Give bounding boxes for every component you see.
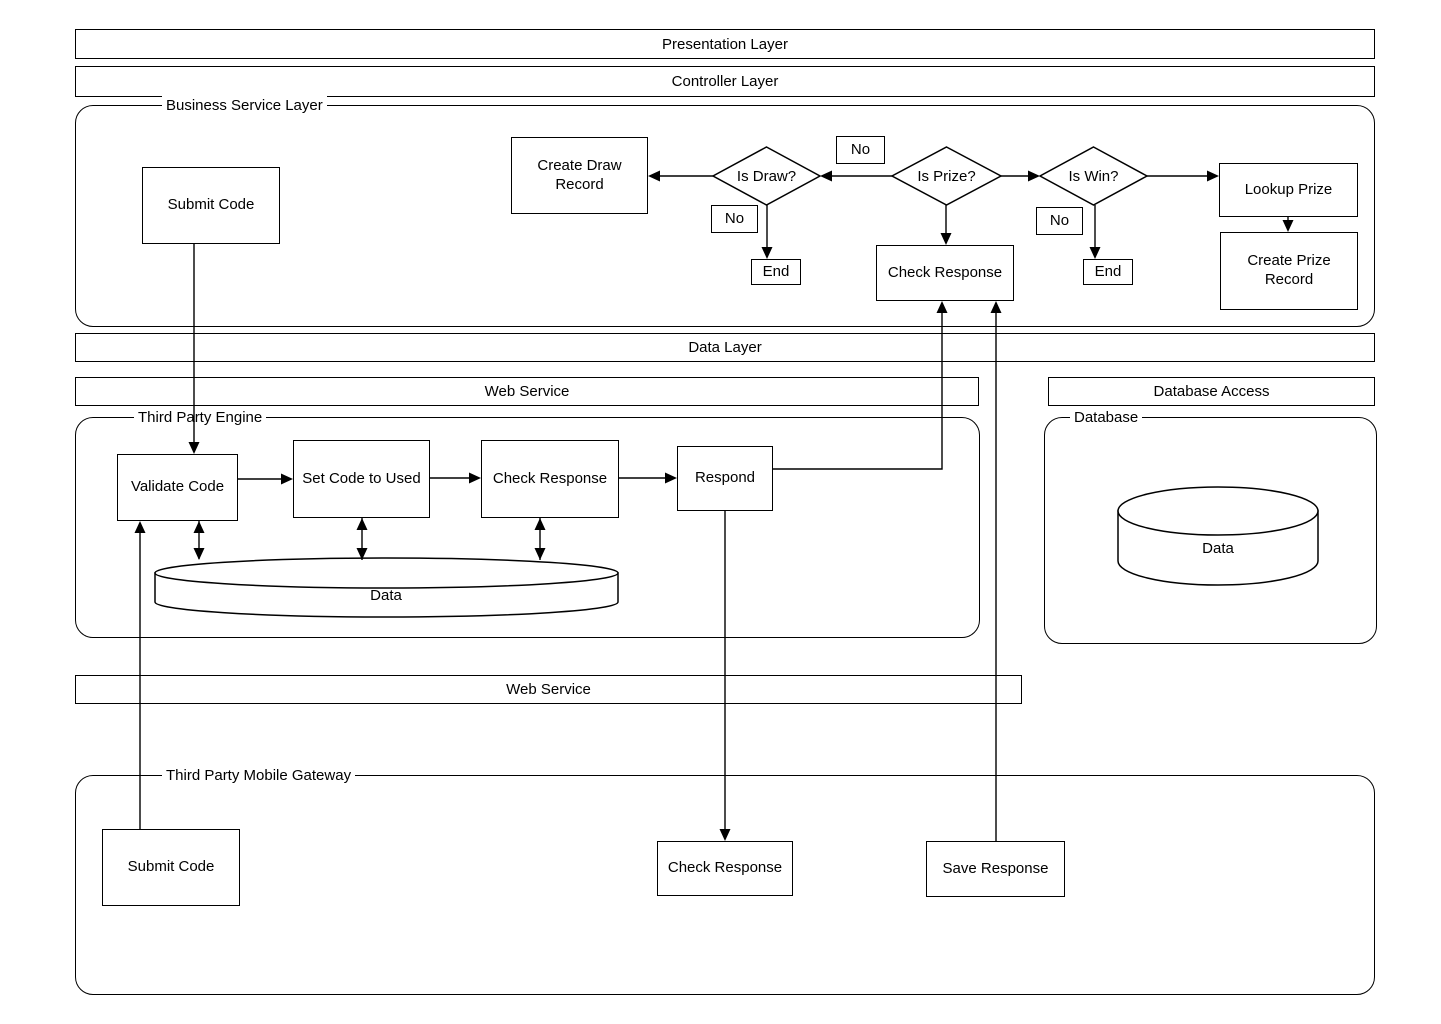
- is-prize-diamond: [890, 146, 1003, 206]
- no-label-box-iswin: No: [1036, 207, 1083, 235]
- submit-code-box-gateway: Submit Code: [102, 829, 240, 906]
- connector-isprize-to-iswin: [1001, 170, 1040, 182]
- save-response-box: Save Response: [926, 841, 1065, 897]
- check-response-box-engine: Check Response: [481, 440, 619, 518]
- no-label-box-isdraw: No: [711, 205, 758, 233]
- end-box-isdraw: End: [751, 259, 801, 285]
- check-response-box-gateway: Check Response: [657, 841, 793, 896]
- database-container: Database: [1044, 408, 1377, 644]
- end-box-iswin: End: [1083, 259, 1133, 285]
- connector-isprize-to-isdraw: [820, 170, 892, 182]
- presentation-layer-bar: Presentation Layer: [75, 29, 1375, 59]
- controller-layer-bar: Controller Layer: [75, 66, 1375, 97]
- connector-isdraw-to-end: [761, 205, 773, 259]
- respond-box: Respond: [677, 446, 773, 511]
- create-prize-record-box: Create Prize Record: [1220, 232, 1358, 310]
- third-party-engine-label: Third Party Engine: [134, 408, 267, 427]
- connector-isprize-to-checkresponse: [940, 205, 952, 245]
- connector-validatecode-to-setcodetoused: [238, 473, 293, 485]
- no-label-box-prize-to-draw: No: [836, 136, 885, 164]
- database-label: Database: [1070, 408, 1143, 427]
- web-service-bottom-bar: Web Service: [75, 675, 1022, 704]
- lookup-prize-box: Lookup Prize: [1219, 163, 1358, 217]
- third-party-mobile-gateway-container: Third Party Mobile Gateway: [75, 766, 1375, 995]
- database-data-cylinder: [1117, 486, 1319, 586]
- validate-code-box: Validate Code: [117, 454, 238, 521]
- data-layer-bar: Data Layer: [75, 333, 1375, 362]
- web-service-top-bar: Web Service: [75, 377, 979, 406]
- connector-setcodetoused-to-checkresponse: [430, 472, 481, 484]
- connector-lookupprize-to-createprizerecord: [1282, 217, 1294, 232]
- connector-iswin-to-end: [1089, 205, 1101, 259]
- third-party-engine-container: Third Party Engine: [75, 408, 980, 638]
- connector-checkresponse-to-respond: [619, 472, 677, 484]
- check-response-box-bsl: Check Response: [876, 245, 1014, 301]
- business-service-layer-label: Business Service Layer: [162, 96, 327, 115]
- create-draw-record-box: Create Draw Record: [511, 137, 648, 214]
- engine-data-cylinder: [154, 557, 619, 618]
- connector-respond-to-checkresponse-bsl: [773, 301, 948, 470]
- submit-code-box-bsl: Submit Code: [142, 167, 280, 244]
- connector-saveresponse-to-checkresponse-bsl: [990, 301, 1002, 841]
- database-access-bar: Database Access: [1048, 377, 1375, 406]
- business-service-layer-container: Business Service Layer: [75, 96, 1375, 327]
- connector-submitcode-to-validatecode: [188, 244, 200, 454]
- connector-isdraw-to-createdrawrecord: [648, 170, 713, 182]
- connector-iswin-to-lookupprize: [1147, 170, 1219, 182]
- connector-setcodetoused-data-bidirectional: [356, 518, 368, 560]
- third-party-mobile-gateway-label: Third Party Mobile Gateway: [162, 766, 356, 785]
- is-draw-diamond: [711, 146, 822, 206]
- connector-submitcode-gateway-to-validatecode: [134, 521, 146, 829]
- connector-respond-to-checkresponse-gateway: [719, 511, 731, 841]
- connector-validatecode-data-bidirectional: [193, 521, 205, 560]
- connector-checkresponse-data-bidirectional: [534, 518, 546, 560]
- set-code-to-used-box: Set Code to Used: [293, 440, 430, 518]
- is-win-diamond: [1038, 146, 1149, 206]
